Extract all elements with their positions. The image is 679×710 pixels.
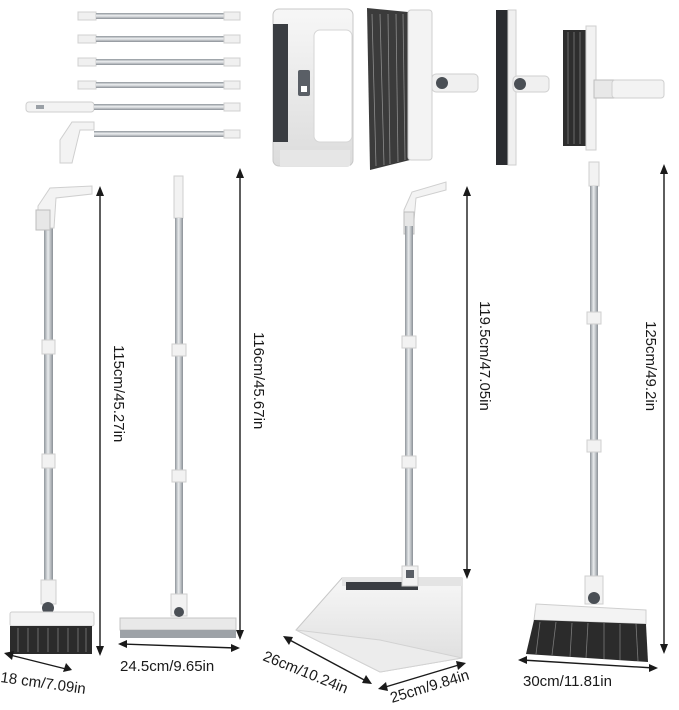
handle-segment xyxy=(77,80,241,90)
squeegee-width-label: 24.5cm/9.65in xyxy=(120,658,214,675)
scrubber-width-label: 18 cm/7.09in xyxy=(0,669,87,698)
handle-segment xyxy=(77,11,241,21)
dustpan-assembled xyxy=(295,181,463,673)
dimension-lines xyxy=(4,164,668,691)
dustpan-height-label: 119.5cm/47.05in xyxy=(476,301,493,411)
broom-assembled xyxy=(526,161,648,662)
dustpan-head-detail xyxy=(272,8,354,167)
handle-segment-with-grip xyxy=(59,121,241,164)
squeegee-height-label: 116cm/45.67in xyxy=(250,332,267,429)
scrubber-brush-assembled xyxy=(9,185,95,654)
broom-head-detail xyxy=(367,8,479,170)
broom-width-label: 30cm/11.81in xyxy=(523,673,612,690)
handle-segment-with-cap xyxy=(25,101,241,113)
dustpan-width-label: 25cm/9.84in xyxy=(388,667,471,707)
handle-segment xyxy=(77,57,241,67)
scrubber-height-label: 115cm/45.27in xyxy=(110,345,127,442)
squeegee-head-detail xyxy=(496,9,550,166)
dustpan-depth-label: 26cm/10.24in xyxy=(261,648,351,698)
squeegee-assembled xyxy=(119,175,237,638)
handle-segments xyxy=(25,11,241,164)
scrubber-head-detail xyxy=(563,25,665,151)
handle-segment xyxy=(77,34,241,44)
broom-height-label: 125cm/49.2in xyxy=(642,321,659,411)
